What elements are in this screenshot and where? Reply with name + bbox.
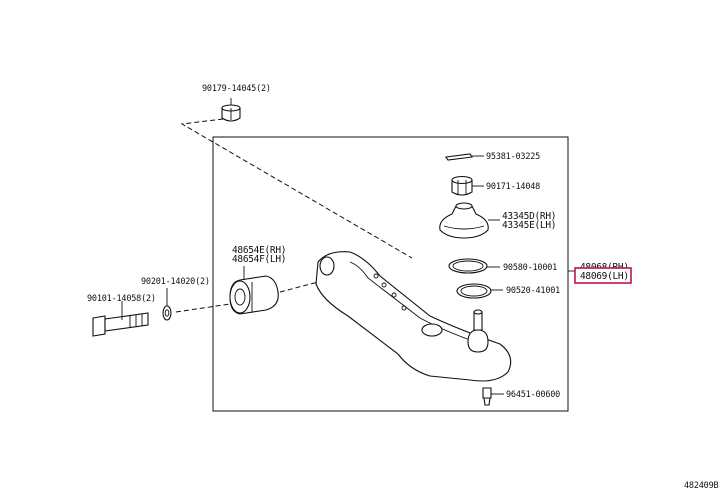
ball-joint[interactable] bbox=[467, 309, 489, 353]
label-48069: 48069(LH) bbox=[580, 271, 629, 282]
label-48654f: 48654F(LH) bbox=[232, 254, 286, 265]
assembly-frame bbox=[212, 136, 569, 412]
label-90171: 90171-14048 bbox=[486, 182, 540, 192]
highlight-box bbox=[574, 267, 632, 284]
label-48654e: 48654E(RH) bbox=[232, 245, 286, 256]
label-96451: 96451-00600 bbox=[506, 390, 560, 400]
bolt[interactable] bbox=[92, 301, 149, 337]
label-43345e: 43345E(LH) bbox=[502, 220, 556, 231]
label-90520: 90520-41001 bbox=[506, 286, 560, 296]
snap-ring-lower[interactable] bbox=[456, 283, 503, 299]
snap-ring-upper[interactable] bbox=[448, 258, 500, 274]
label-90101: 90101-14058(2) bbox=[87, 294, 156, 304]
label-90201: 90201-14020(2) bbox=[141, 277, 210, 287]
label-43345d: 43345D(RH) bbox=[502, 211, 556, 222]
label-90179: 90179-14045(2) bbox=[202, 84, 271, 94]
dust-boot[interactable] bbox=[439, 202, 500, 239]
cotter-pin[interactable] bbox=[445, 153, 484, 161]
lower-control-arm[interactable] bbox=[315, 251, 512, 382]
washer[interactable] bbox=[162, 288, 172, 321]
bushing[interactable] bbox=[229, 266, 279, 315]
bushing-leader-dashed bbox=[279, 281, 319, 293]
bolt-leader-dashed bbox=[175, 303, 231, 313]
grease-fitting[interactable] bbox=[482, 387, 504, 406]
label-90580: 90580-10001 bbox=[503, 263, 557, 273]
castle-nut[interactable] bbox=[451, 175, 484, 196]
nut-leader-dashed bbox=[180, 117, 413, 259]
highlighted-part-48069[interactable]: 48069(LH) bbox=[574, 267, 632, 284]
flange-nut-top[interactable] bbox=[221, 104, 241, 122]
label-95381: 95381-03225 bbox=[486, 152, 540, 162]
figure-id: 482409B bbox=[684, 481, 719, 491]
